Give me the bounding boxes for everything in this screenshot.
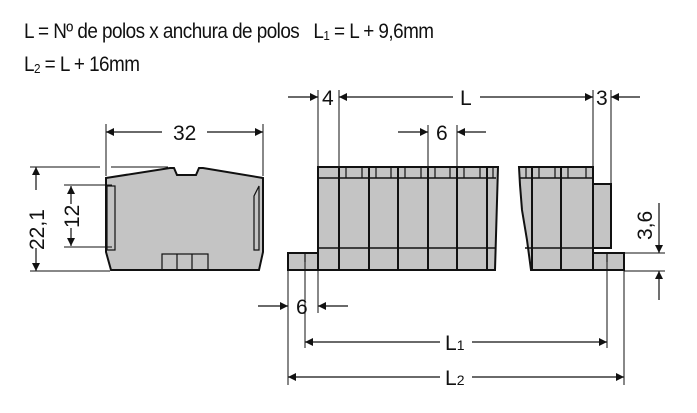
formula-line-1: L = Nº de polos x anchura de polos L1 = … <box>24 20 434 44</box>
dim-L1: L1 <box>445 332 465 355</box>
dim-inner-height-12: 12 <box>61 205 84 228</box>
formula-length-definition: L = Nº de polos x anchura de polos <box>24 20 300 43</box>
dim-base-height-3-6: 3,6 <box>634 211 657 240</box>
formula-line-2: L2 = L + 16mm <box>24 53 140 77</box>
end-plate-body <box>105 167 264 271</box>
end-plate-view <box>30 124 264 272</box>
side-view <box>258 90 665 385</box>
formula-l2: L2 = L + 16mm <box>24 53 140 76</box>
dim-pole-width-6: 6 <box>436 122 448 145</box>
dim-foot-offset-6: 6 <box>296 296 308 319</box>
dim-length-L: L <box>460 87 472 110</box>
dim-end-offset-4: 4 <box>322 87 334 110</box>
dim-height-22-1: 22,1 <box>26 209 49 250</box>
dim-width-32: 32 <box>173 122 196 145</box>
dim-L2: L2 <box>445 367 465 390</box>
formula-l1: L1 = L + 9,6mm <box>313 20 434 43</box>
dim-end-plate-3: 3 <box>596 87 608 110</box>
